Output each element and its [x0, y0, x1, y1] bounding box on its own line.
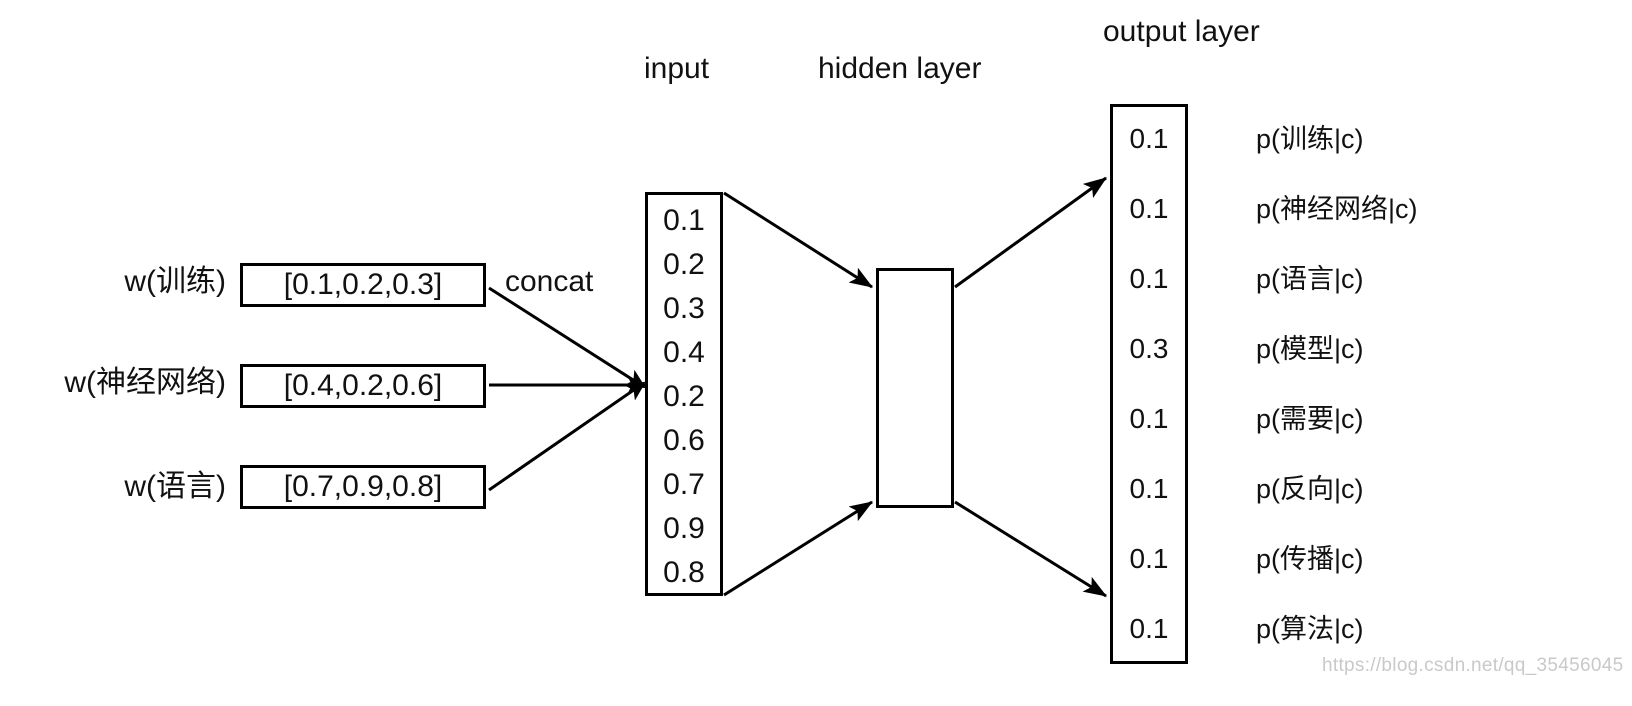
input-vector-cell-5: 0.6	[663, 424, 705, 457]
output-value-4: 0.1	[1129, 403, 1169, 434]
output-value-3: 0.3	[1129, 333, 1169, 364]
input-vector-cell-2: 0.3	[663, 292, 705, 325]
hidden-to-output-arrow-top	[954, 176, 1107, 289]
concat-arrow-2	[488, 381, 646, 492]
output-value-7: 0.1	[1129, 613, 1169, 644]
output-vector-box: 0.1 0.1 0.1 0.3 0.1 0.1 0.1 0.1	[1110, 104, 1188, 664]
word-label-0: w(训练)	[124, 265, 226, 298]
word-label-2: w(语言)	[124, 470, 226, 503]
hidden-to-output-arrow-bottom	[954, 500, 1108, 598]
output-layer-title: output layer	[1103, 15, 1260, 48]
input-vector-cell-3: 0.4	[663, 336, 705, 369]
output-value-0: 0.1	[1129, 123, 1169, 154]
input-vector-cell-0: 0.1	[663, 204, 705, 237]
word-vector-box-2: [0.7,0.9,0.8]	[240, 465, 486, 509]
output-label-2: p(语言|c)	[1256, 264, 1364, 294]
input-vector-cell-6: 0.7	[663, 468, 705, 501]
concat-arrow-group	[488, 286, 648, 492]
input-layer-title: input	[644, 52, 710, 85]
word-vector-box-0: [0.1,0.2,0.3]	[240, 263, 486, 307]
input-vector-cell-7: 0.9	[663, 512, 705, 545]
word-label-1: w(神经网络)	[64, 366, 226, 399]
concat-label: concat	[505, 265, 594, 298]
output-value-2: 0.1	[1129, 263, 1169, 294]
output-label-4: p(需要|c)	[1256, 404, 1364, 434]
hidden-to-output-arrow-group	[954, 176, 1108, 598]
output-label-0: p(训练|c)	[1256, 124, 1364, 154]
input-to-hidden-arrow-top	[723, 191, 874, 289]
output-value-5: 0.1	[1129, 473, 1169, 504]
concat-arrow-0	[488, 286, 647, 389]
input-vector-cell-1: 0.2	[663, 248, 705, 281]
output-label-3: p(模型|c)	[1256, 334, 1364, 364]
output-label-1: p(神经网络|c)	[1256, 194, 1418, 224]
output-label-6: p(传播|c)	[1256, 544, 1364, 574]
input-to-hidden-arrow-group	[723, 191, 874, 597]
input-vector-cell-4: 0.2	[663, 380, 705, 413]
output-value-1: 0.1	[1129, 193, 1169, 224]
word-vector-value-2: [0.7,0.9,0.8]	[283, 470, 443, 503]
input-to-hidden-arrow-bottom	[723, 500, 874, 597]
output-label-5: p(反向|c)	[1256, 474, 1364, 504]
watermark: https://blog.csdn.net/qq_35456045	[1322, 655, 1624, 676]
hidden-layer-title: hidden layer	[818, 52, 982, 85]
output-label-7: p(算法|c)	[1256, 614, 1364, 644]
word-vector-value-1: [0.4,0.2,0.6]	[283, 369, 443, 402]
word-vector-box-1: [0.4,0.2,0.6]	[240, 364, 486, 408]
word-vector-value-0: [0.1,0.2,0.3]	[283, 268, 443, 301]
input-vector-cell-8: 0.8	[663, 556, 705, 589]
output-value-6: 0.1	[1129, 543, 1169, 574]
hidden-layer-box	[876, 268, 954, 508]
input-vector-box: 0.1 0.2 0.3 0.4 0.2 0.6 0.7 0.9 0.8	[645, 192, 723, 596]
